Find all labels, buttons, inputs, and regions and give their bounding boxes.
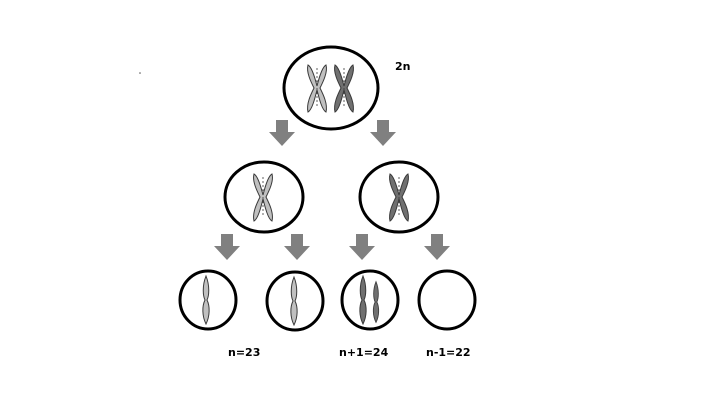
secondary-right-chromosome <box>389 173 409 222</box>
label-monosomy-gamete: n-1=22 <box>426 346 471 359</box>
gamete-1-chromatid <box>202 274 210 326</box>
gamete-2 <box>265 270 325 332</box>
gamete-1 <box>178 269 238 331</box>
chromatid-body <box>290 275 298 327</box>
stray-dot <box>139 72 141 74</box>
arrow-meiosis1-right <box>370 120 396 146</box>
gamete-3-chromatid-a <box>359 274 367 326</box>
label-trisomy-gamete: n+1=24 <box>339 346 389 359</box>
secondary-left-chromosome <box>253 173 273 222</box>
label-normal-gametes: n=23 <box>228 346 261 359</box>
label-2n: 2n <box>395 60 411 73</box>
arrow-meiosis1-left <box>269 120 295 146</box>
gamete-4-outline <box>417 269 477 331</box>
chromatid-body <box>359 274 367 326</box>
secondary-cell-right <box>358 160 440 234</box>
gamete-1-outline <box>178 269 238 331</box>
gamete-4 <box>417 269 477 331</box>
arrow-meiosis2-3 <box>349 234 375 260</box>
gamete-2-chromatid <box>290 275 298 327</box>
arrow-meiosis2-4 <box>424 234 450 260</box>
chromatid-body <box>372 280 380 324</box>
parent-cell <box>282 45 380 131</box>
parent-cell-outline <box>282 45 380 131</box>
chromatid-body <box>202 274 210 326</box>
arrow-meiosis2-2 <box>284 234 310 260</box>
secondary-cell-left <box>223 160 305 234</box>
parent-chromosome-dark <box>334 64 354 113</box>
gamete-3 <box>340 269 400 331</box>
gamete-3-chromatid-b <box>372 280 380 324</box>
arrow-meiosis2-1 <box>214 234 240 260</box>
parent-chromosome-light <box>307 64 327 113</box>
gamete-3-outline <box>340 269 400 331</box>
